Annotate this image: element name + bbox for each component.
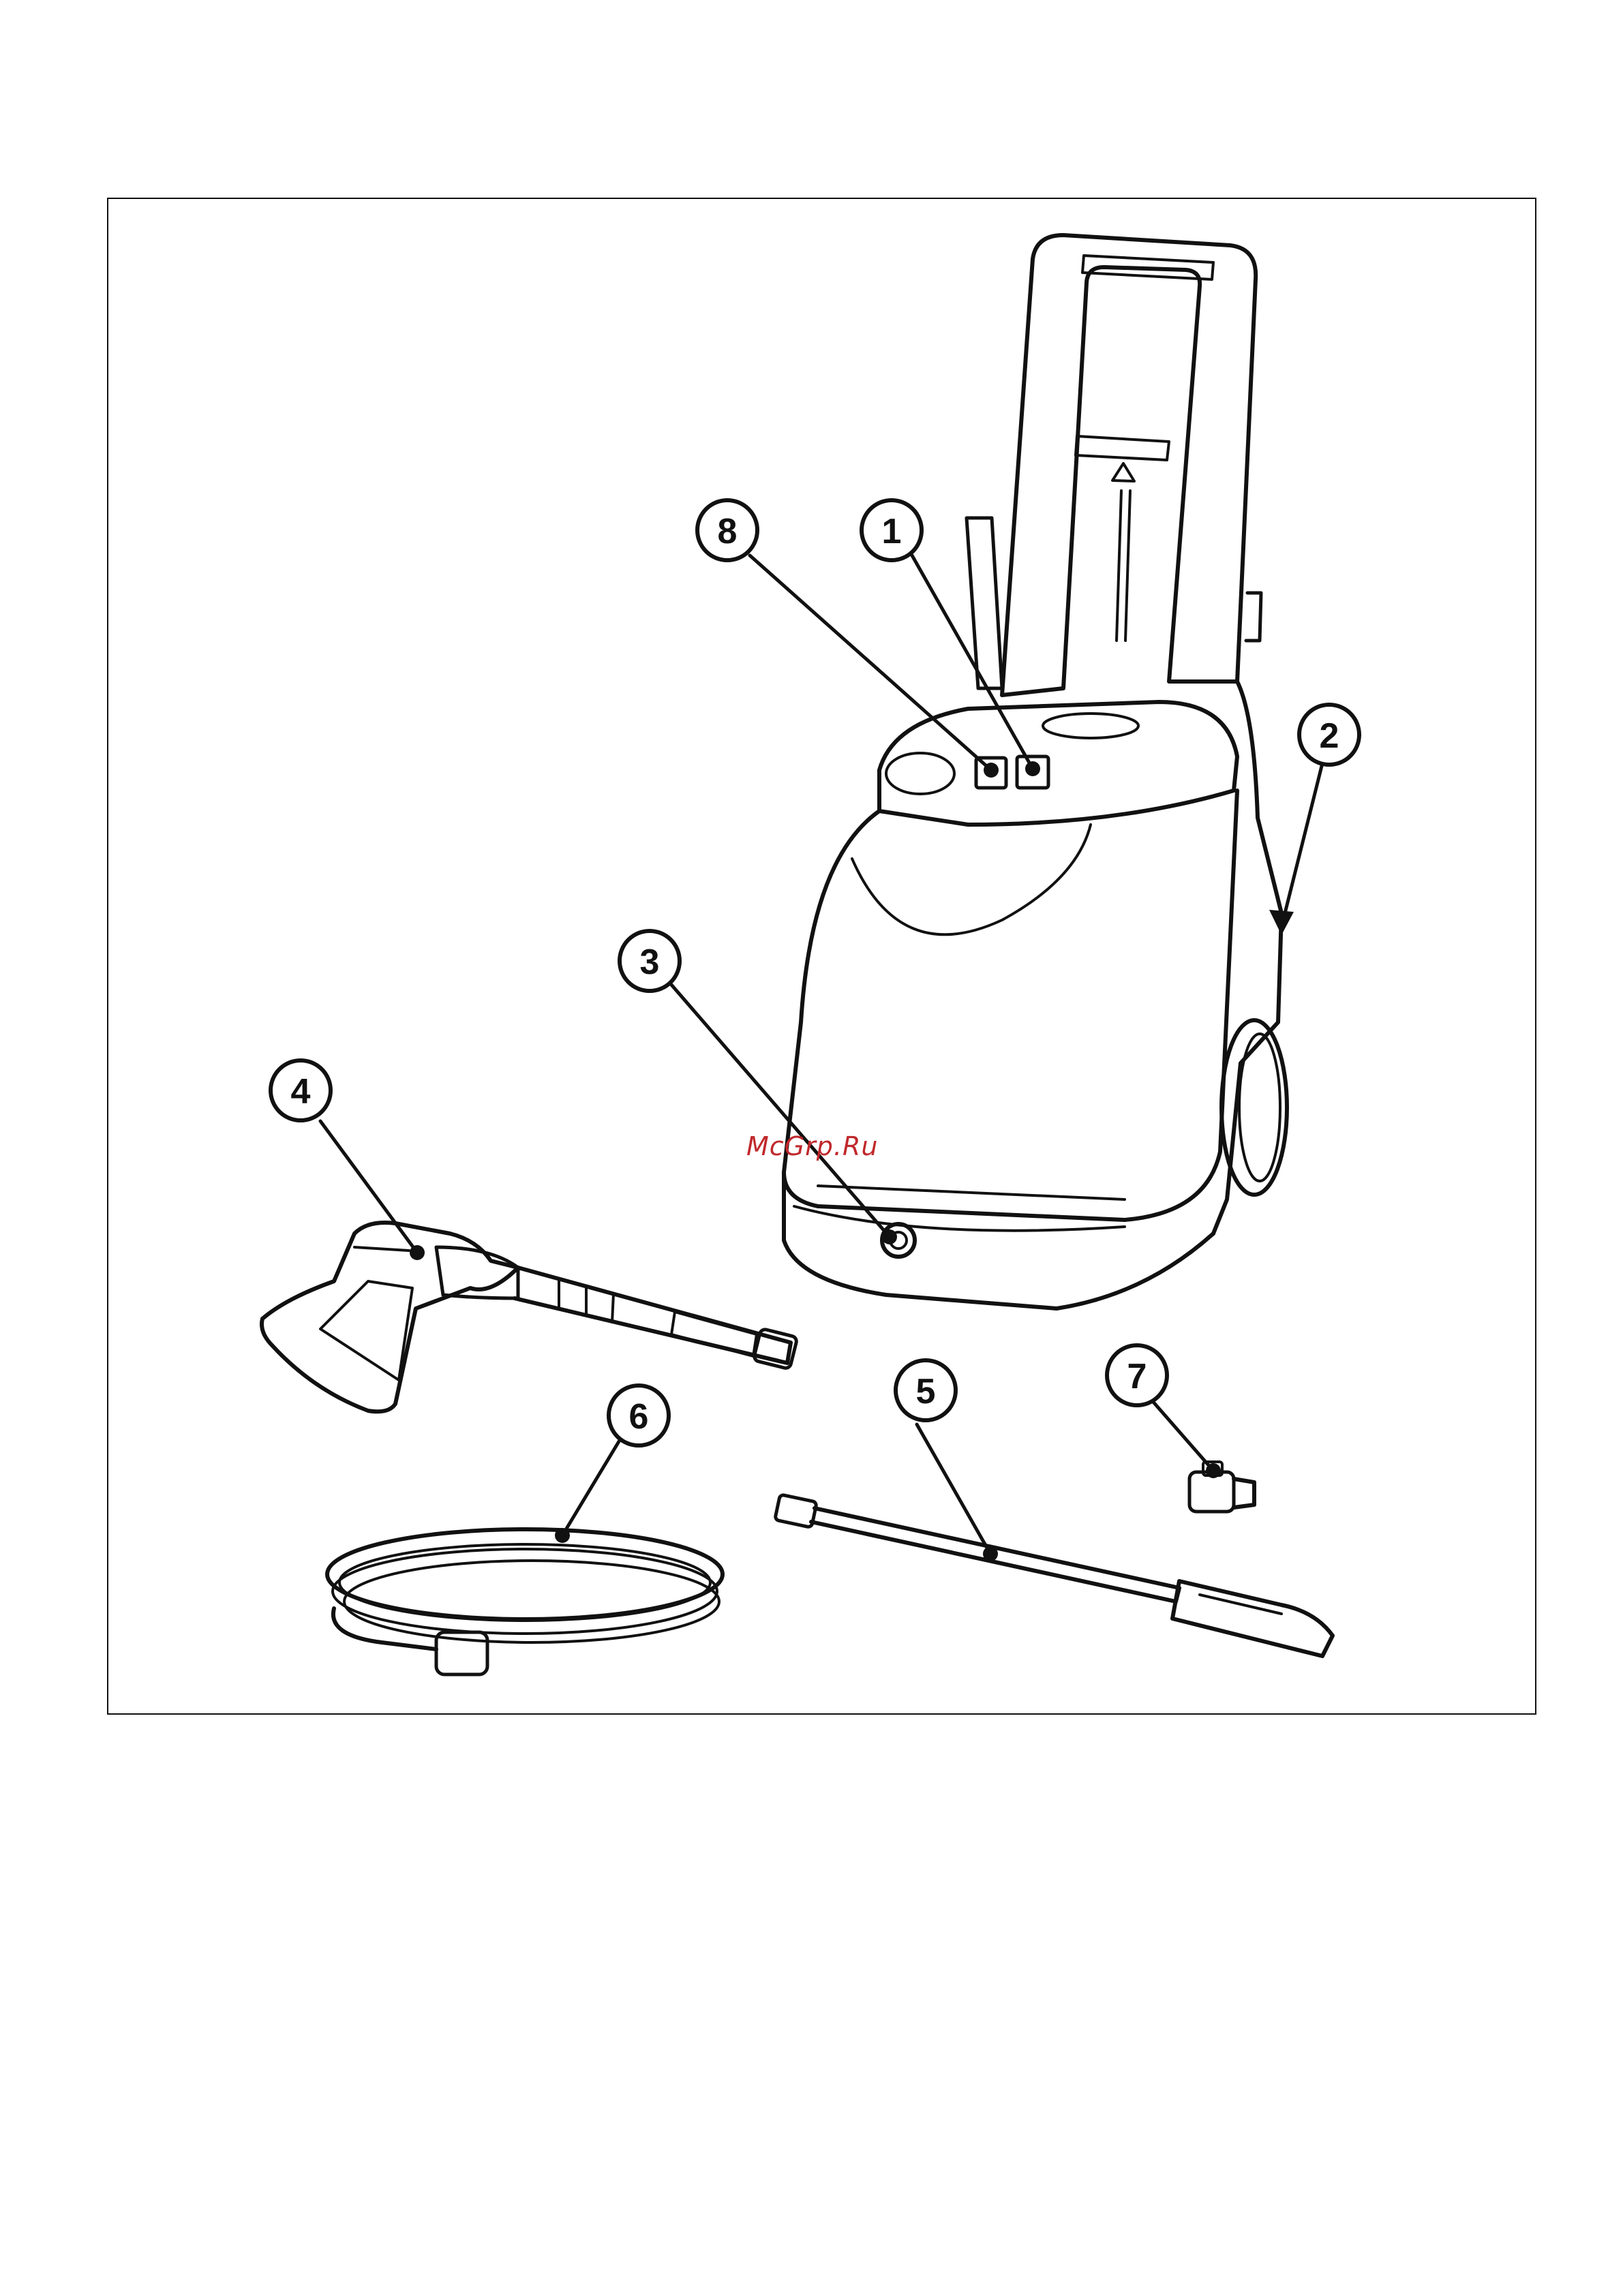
callout-label-6: 6 <box>629 1397 649 1437</box>
callout-label-2: 2 <box>1320 716 1339 756</box>
handle-frame <box>1002 235 1256 695</box>
leader-2 <box>1281 763 1322 927</box>
callout-label-5: 5 <box>916 1372 936 1411</box>
leader-dots <box>410 761 1221 1561</box>
watermark: McGrp.Ru <box>746 1131 878 1161</box>
callout-label-8: 8 <box>718 512 738 551</box>
leader-3 <box>671 985 890 1237</box>
leader-7 <box>1152 1400 1213 1471</box>
trigger-gun <box>262 1223 798 1411</box>
spray-lance <box>775 1495 1333 1656</box>
leader-4 <box>320 1121 417 1253</box>
high-pressure-hose <box>327 1529 723 1674</box>
arrow-2 <box>1269 910 1294 935</box>
callout-label-7: 7 <box>1127 1357 1147 1396</box>
callout-label-4: 4 <box>291 1072 311 1112</box>
callout-label-3: 3 <box>640 943 660 982</box>
nozzle-adapter <box>1189 1462 1254 1512</box>
leader-lines <box>320 555 1322 1554</box>
leader-8 <box>750 555 991 770</box>
leader-6 <box>562 1441 619 1535</box>
callout-label-1: 1 <box>882 512 902 551</box>
